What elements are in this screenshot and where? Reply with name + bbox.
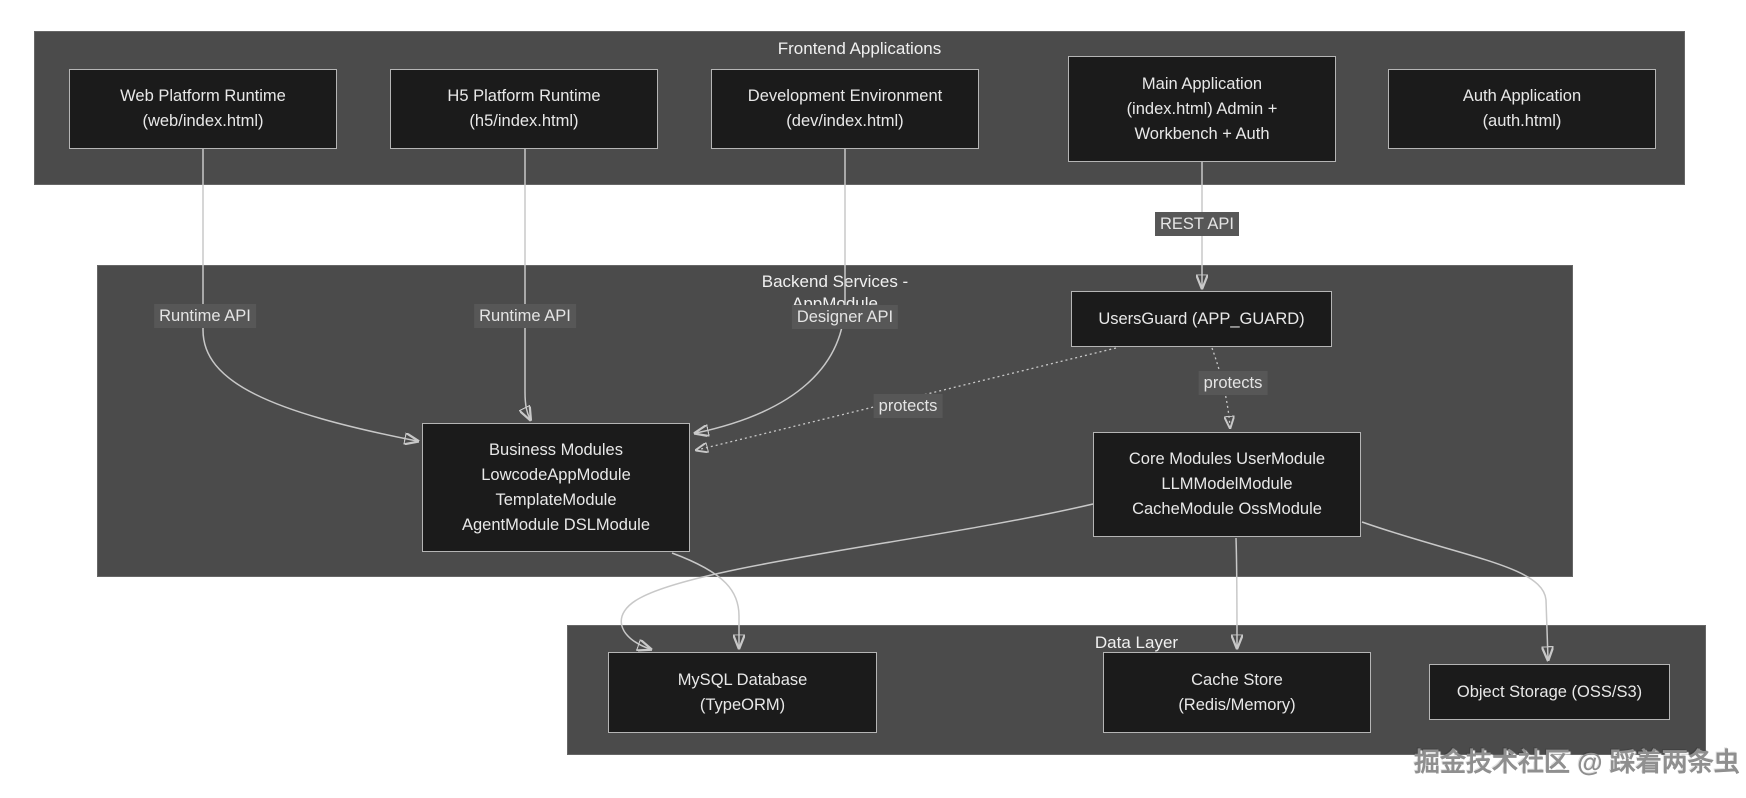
node-text: Web Platform Runtime [120, 87, 286, 105]
node-text: UsersGuard (APP_GUARD) [1098, 309, 1305, 328]
node-h5-platform-runtime: H5 Platform Runtime (h5/index.html) [390, 69, 658, 149]
node-text: AgentModule DSLModule [461, 515, 651, 534]
node-core-modules: Core Modules UserModule LLMModelModule C… [1093, 432, 1361, 537]
node-text: H5 Platform Runtime [447, 87, 601, 105]
node-text: Object Storage (OSS/S3) [1456, 682, 1643, 701]
node-cache-store: Cache Store (Redis/Memory) [1103, 652, 1371, 733]
node-text: Core Modules UserModule [1128, 450, 1326, 468]
edge-label-designer-api: Designer API [791, 305, 899, 329]
node-text: LLMModelModule [1161, 475, 1293, 493]
node-text: CacheModule OssModule [1132, 500, 1322, 518]
node-text: (Redis/Memory) [1178, 695, 1296, 714]
edge-label-protects-core: protects [1198, 371, 1268, 395]
node-development-environment: Development Environment (dev/index.html) [711, 69, 979, 149]
node-text: (TypeORM) [699, 695, 786, 714]
node-text: Auth Application [1462, 87, 1582, 105]
node-web-platform-runtime: Web Platform Runtime (web/index.html) [69, 69, 337, 149]
node-text: Main Application [1141, 74, 1263, 93]
node-text: (h5/index.html) [469, 112, 579, 130]
node-text: (index.html) Admin + [1126, 99, 1278, 118]
node-business-modules: Business Modules LowcodeAppModule Templa… [422, 423, 690, 552]
node-text: (dev/index.html) [786, 112, 904, 130]
edge-label-runtime-api-web: Runtime API [154, 304, 256, 328]
cluster-title-frontend: Frontend Applications [777, 39, 942, 58]
node-mysql-database: MySQL Database (TypeORM) [608, 652, 877, 733]
node-text: (auth.html) [1482, 112, 1562, 130]
node-usersguard: UsersGuard (APP_GUARD) [1071, 291, 1332, 347]
node-text: TemplateModule [495, 490, 617, 509]
node-auth-application: Auth Application (auth.html) [1388, 69, 1656, 149]
edge-label-rest-api: REST API [1155, 212, 1239, 236]
node-text: Business Modules [489, 440, 623, 459]
node-text: Workbench + Auth [1134, 124, 1270, 143]
cluster-title-data-layer: Data Layer [1094, 633, 1179, 652]
edge-label-protects-business: protects [873, 394, 943, 418]
node-text: MySQL Database [677, 670, 808, 689]
node-main-application: Main Application (index.html) Admin + Wo… [1068, 56, 1336, 162]
node-text: Cache Store [1191, 670, 1283, 689]
node-object-storage: Object Storage (OSS/S3) [1429, 664, 1670, 720]
node-text: (web/index.html) [142, 112, 264, 130]
edge-label-runtime-api-h5: Runtime API [474, 304, 576, 328]
node-text: LowcodeAppModule [481, 465, 631, 484]
node-text: Development Environment [747, 87, 943, 105]
cluster-title-backend-line1: Backend Services - [761, 272, 909, 291]
watermark-text: 掘金技术社区 @ 踩着两条虫 [1414, 747, 1740, 777]
